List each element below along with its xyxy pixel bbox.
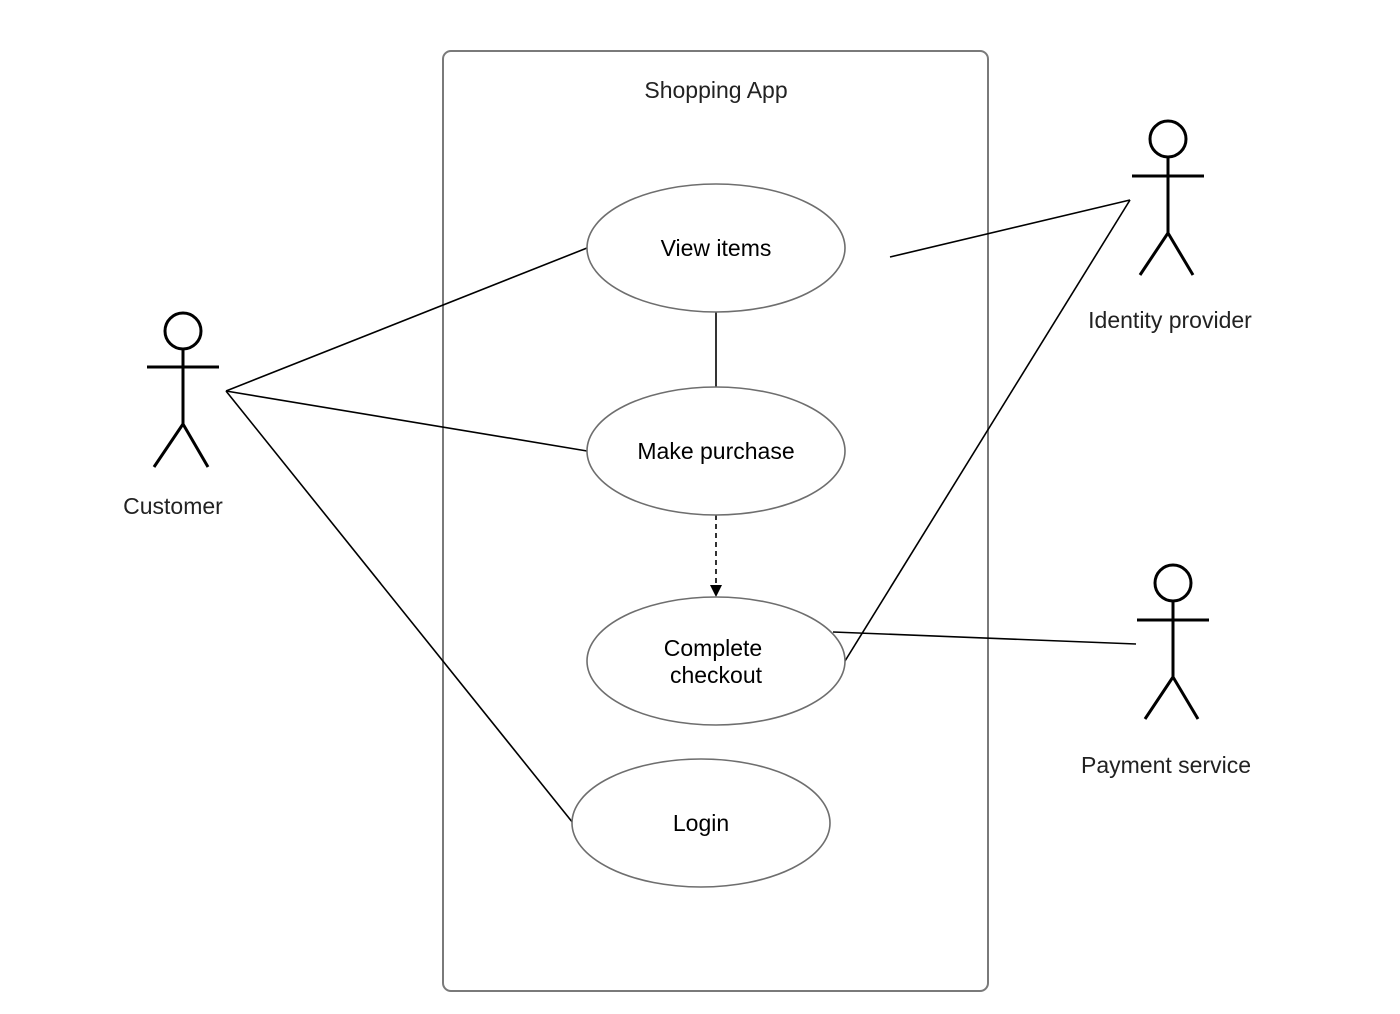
stick-figure-icon (1137, 563, 1209, 720)
association-payment-service-complete-checkout (832, 631, 1137, 645)
association-identity-provider-view-items (889, 199, 1131, 258)
system-boundary: Shopping App (442, 50, 989, 992)
use-case-login[interactable]: Login (571, 758, 831, 888)
actor-identity-provider[interactable]: Identity provider (1088, 119, 1252, 333)
use-case-label: Make purchase (637, 438, 794, 464)
stick-figure-icon (147, 311, 219, 468)
use-case-make-purchase[interactable]: Make purchase (586, 386, 846, 516)
actor-label: Identity provider (1088, 307, 1252, 333)
association-customer-make-purchase (225, 390, 588, 452)
use-case-label-line-1: Complete (664, 635, 762, 661)
use-case-label-line-2: checkout (670, 662, 763, 688)
use-case-label: View items (661, 235, 772, 261)
actor-customer[interactable]: Customer (123, 311, 223, 519)
system-boundary-title: Shopping App (644, 77, 787, 103)
relations (225, 199, 1137, 824)
use-case-complete-checkout[interactable]: Complete checkout (586, 596, 846, 726)
use-case-view-items[interactable]: View items (586, 183, 846, 313)
association-customer-login (225, 390, 574, 824)
use-case-label: Login (673, 810, 729, 836)
association-customer-view-items (225, 247, 588, 392)
actor-payment-service[interactable]: Payment service (1081, 563, 1251, 778)
association-identity-provider-complete-checkout (844, 199, 1131, 662)
stick-figure-icon (1132, 119, 1204, 276)
actor-label: Customer (123, 493, 223, 519)
actor-label: Payment service (1081, 752, 1251, 778)
